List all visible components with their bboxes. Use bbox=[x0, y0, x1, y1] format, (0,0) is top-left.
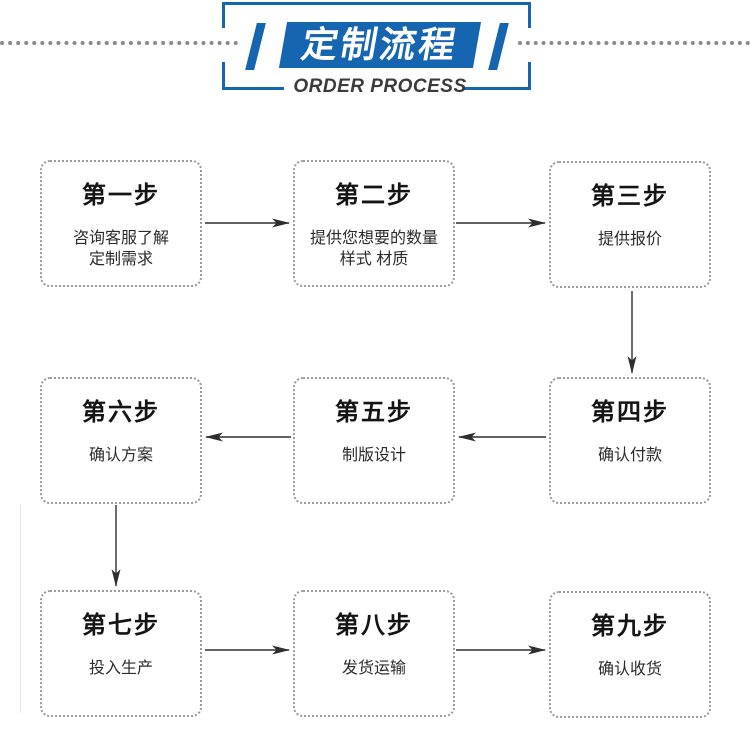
step-desc: 提供报价 bbox=[597, 231, 662, 248]
step-box-4: 第四步 确认付款 bbox=[549, 377, 711, 504]
step-box-7: 第七步 投入生产 bbox=[40, 590, 202, 717]
step-desc: 投入生产 bbox=[88, 660, 153, 677]
step-title: 第一步 bbox=[82, 182, 160, 209]
step-desc: 咨询客服了解 定制需求 bbox=[72, 230, 169, 268]
header-frame-left-lower bbox=[222, 62, 225, 90]
step-box-5: 第五步 制版设计 bbox=[293, 377, 455, 504]
page-subtitle: ORDER PROCESS bbox=[293, 76, 467, 97]
step-desc: 提供您想要的数量 样式 材质 bbox=[309, 230, 438, 268]
step-box-2: 第二步 提供您想要的数量 样式 材质 bbox=[293, 160, 455, 287]
step-desc: 确认付款 bbox=[597, 447, 662, 464]
step-box-1: 第一步 咨询客服了解 定制需求 bbox=[40, 160, 202, 287]
step-title: 第四步 bbox=[591, 399, 669, 426]
step-title: 第三步 bbox=[591, 183, 669, 210]
step-box-9: 第九步 确认收货 bbox=[549, 591, 711, 718]
step-box-6: 第六步 确认方案 bbox=[40, 377, 202, 504]
header-frame-left-upper bbox=[222, 2, 225, 28]
page-title: 定制流程 bbox=[298, 24, 462, 65]
step-title: 第七步 bbox=[82, 612, 160, 639]
dotted-line-right bbox=[518, 41, 750, 45]
step-title: 第九步 bbox=[591, 613, 669, 640]
title-banner: 定制流程 bbox=[278, 22, 482, 68]
step-box-3: 第三步 提供报价 bbox=[549, 161, 711, 288]
background-artifact-line bbox=[20, 505, 21, 713]
header-frame-bottom-left bbox=[222, 87, 284, 90]
slash-icon bbox=[488, 23, 509, 70]
step-desc: 确认收货 bbox=[597, 661, 662, 678]
header-frame-right-upper bbox=[528, 2, 531, 28]
header-frame-bottom-right bbox=[462, 87, 531, 90]
step-title: 第六步 bbox=[82, 399, 160, 426]
header-frame-right-lower bbox=[528, 62, 531, 90]
step-box-8: 第八步 发货运输 bbox=[293, 590, 455, 717]
step-desc: 制版设计 bbox=[341, 447, 406, 464]
step-title: 第八步 bbox=[335, 612, 413, 639]
slash-icon bbox=[245, 23, 266, 70]
dotted-line-left bbox=[0, 41, 238, 45]
step-title: 第五步 bbox=[335, 399, 413, 426]
step-desc: 确认方案 bbox=[88, 447, 153, 464]
header-frame-top bbox=[222, 2, 531, 5]
step-title: 第二步 bbox=[335, 182, 413, 209]
step-desc: 发货运输 bbox=[341, 660, 406, 677]
